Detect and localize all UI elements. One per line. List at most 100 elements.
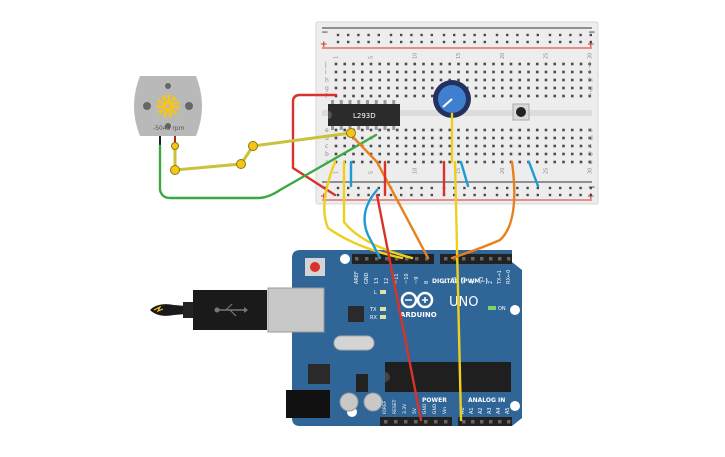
header-pin[interactable] [489, 420, 493, 424]
breadboard-hole [483, 152, 487, 156]
breadboard-hole [474, 78, 478, 82]
breadboard-hole [570, 136, 574, 140]
breadboard-hole [439, 152, 443, 156]
wire-red-5v[interactable] [375, 193, 423, 422]
rail-hole [420, 193, 423, 197]
top-rail-minus-sign-right: − [588, 28, 596, 38]
header-pin[interactable] [480, 257, 484, 261]
header-pin[interactable] [384, 420, 388, 424]
chip-pin [348, 126, 352, 130]
breadboard-hole [474, 86, 478, 90]
rail-hole [516, 33, 519, 37]
wire-red-motor-rail[interactable] [291, 93, 338, 197]
breadboard-hole [579, 152, 583, 156]
rail-hole [569, 186, 572, 190]
rail-hole [389, 193, 393, 197]
header-pin[interactable] [425, 257, 429, 261]
breadboard-hole [500, 160, 504, 164]
header-pin[interactable] [375, 257, 379, 261]
breadboard-hole [334, 70, 338, 74]
breadboard-hole [474, 128, 478, 132]
rail-hole [548, 40, 552, 44]
jumper-orange-c[interactable] [349, 133, 379, 164]
header-pin[interactable] [395, 257, 399, 261]
wire-orange-2[interactable] [450, 160, 516, 260]
header-pin[interactable] [444, 420, 448, 424]
header-pin[interactable] [453, 257, 457, 261]
pushbutton[interactable] [512, 103, 530, 121]
arduino-uno[interactable]: AREF GND 13 12 ~11 ~10 ~9 8 7 ~6 ~5 4 ~3… [150, 250, 522, 426]
header-pin[interactable] [471, 257, 475, 261]
rail-hole [377, 193, 380, 197]
breadboard-hole [334, 78, 338, 82]
header-pin[interactable] [444, 257, 448, 261]
gear-icon [156, 94, 180, 118]
chip-pin [366, 126, 369, 130]
breadboard-hole [474, 144, 478, 148]
l293d-chip[interactable]: L293D [328, 100, 400, 130]
breadboard-hole [430, 160, 434, 164]
breadboard-hole [509, 128, 513, 132]
rail-hole [420, 186, 423, 190]
breadboard-hole [404, 70, 408, 74]
header-pin[interactable] [507, 420, 511, 424]
pin-label-6: ~6 [452, 277, 458, 284]
header-pin[interactable] [434, 420, 438, 424]
header-pin[interactable] [462, 257, 466, 261]
dc-motor[interactable]: -5043 rpm [134, 76, 202, 146]
wire-blue-1[interactable] [363, 188, 382, 260]
header-pin[interactable] [480, 420, 484, 424]
column-number: 20 [500, 168, 506, 174]
wire-yellow-2[interactable] [342, 160, 414, 260]
header-pin[interactable] [498, 257, 502, 261]
header-pin[interactable] [498, 420, 502, 424]
chip-pin [339, 126, 343, 130]
breadboard-hole [588, 70, 592, 74]
breadboard-hole [413, 128, 417, 132]
rail-hole [473, 186, 476, 190]
breadboard-hole [430, 62, 434, 66]
row-letter: g [589, 85, 593, 92]
breadboard-hole [387, 144, 390, 148]
potentiometer[interactable] [433, 80, 471, 118]
header-pin[interactable] [462, 420, 466, 424]
breadboard-hole [474, 152, 478, 156]
wire-yellow-a0[interactable] [453, 160, 463, 422]
header-pin[interactable] [404, 420, 408, 424]
header-pin[interactable] [471, 420, 475, 424]
jumper-blue-b[interactable] [459, 160, 470, 188]
header-pin[interactable] [414, 420, 418, 424]
breadboard-hole [579, 70, 583, 74]
header-pin[interactable] [415, 257, 419, 261]
jumper-blue-c[interactable] [527, 160, 540, 188]
breadboard-hole [334, 136, 338, 140]
header-digital-left [352, 254, 434, 264]
breadboard-hole [562, 160, 565, 164]
header-pin[interactable] [405, 257, 409, 261]
breadboard-hole [439, 62, 443, 66]
breadboard-hole [439, 70, 443, 74]
wire-green-motor[interactable] [158, 133, 378, 200]
analog-pin-labels: A0 A1 A2 A3 A4 A5 [460, 407, 511, 414]
header-pin[interactable] [385, 257, 389, 261]
breadboard-hole [500, 136, 504, 140]
rail-hole [430, 33, 433, 37]
rail-hole [430, 193, 433, 197]
header-pin[interactable] [355, 257, 359, 261]
header-pin[interactable] [489, 257, 493, 261]
atmega-notch [385, 372, 390, 382]
reset-button[interactable] [310, 262, 320, 272]
chip-pin [348, 100, 352, 104]
header-pin[interactable] [365, 257, 369, 261]
pushbutton-cap[interactable] [516, 107, 526, 117]
row-letter: b [589, 151, 593, 158]
row-letter: g [325, 85, 329, 92]
breadboard-hole [404, 128, 408, 132]
breadboard-hole [369, 86, 373, 90]
rail-hole [559, 186, 562, 190]
header-pin[interactable] [394, 420, 398, 424]
header-pin[interactable] [424, 420, 428, 424]
header-pin[interactable] [507, 257, 511, 261]
breadboard-hole [439, 136, 443, 140]
rail-hole [367, 186, 370, 190]
